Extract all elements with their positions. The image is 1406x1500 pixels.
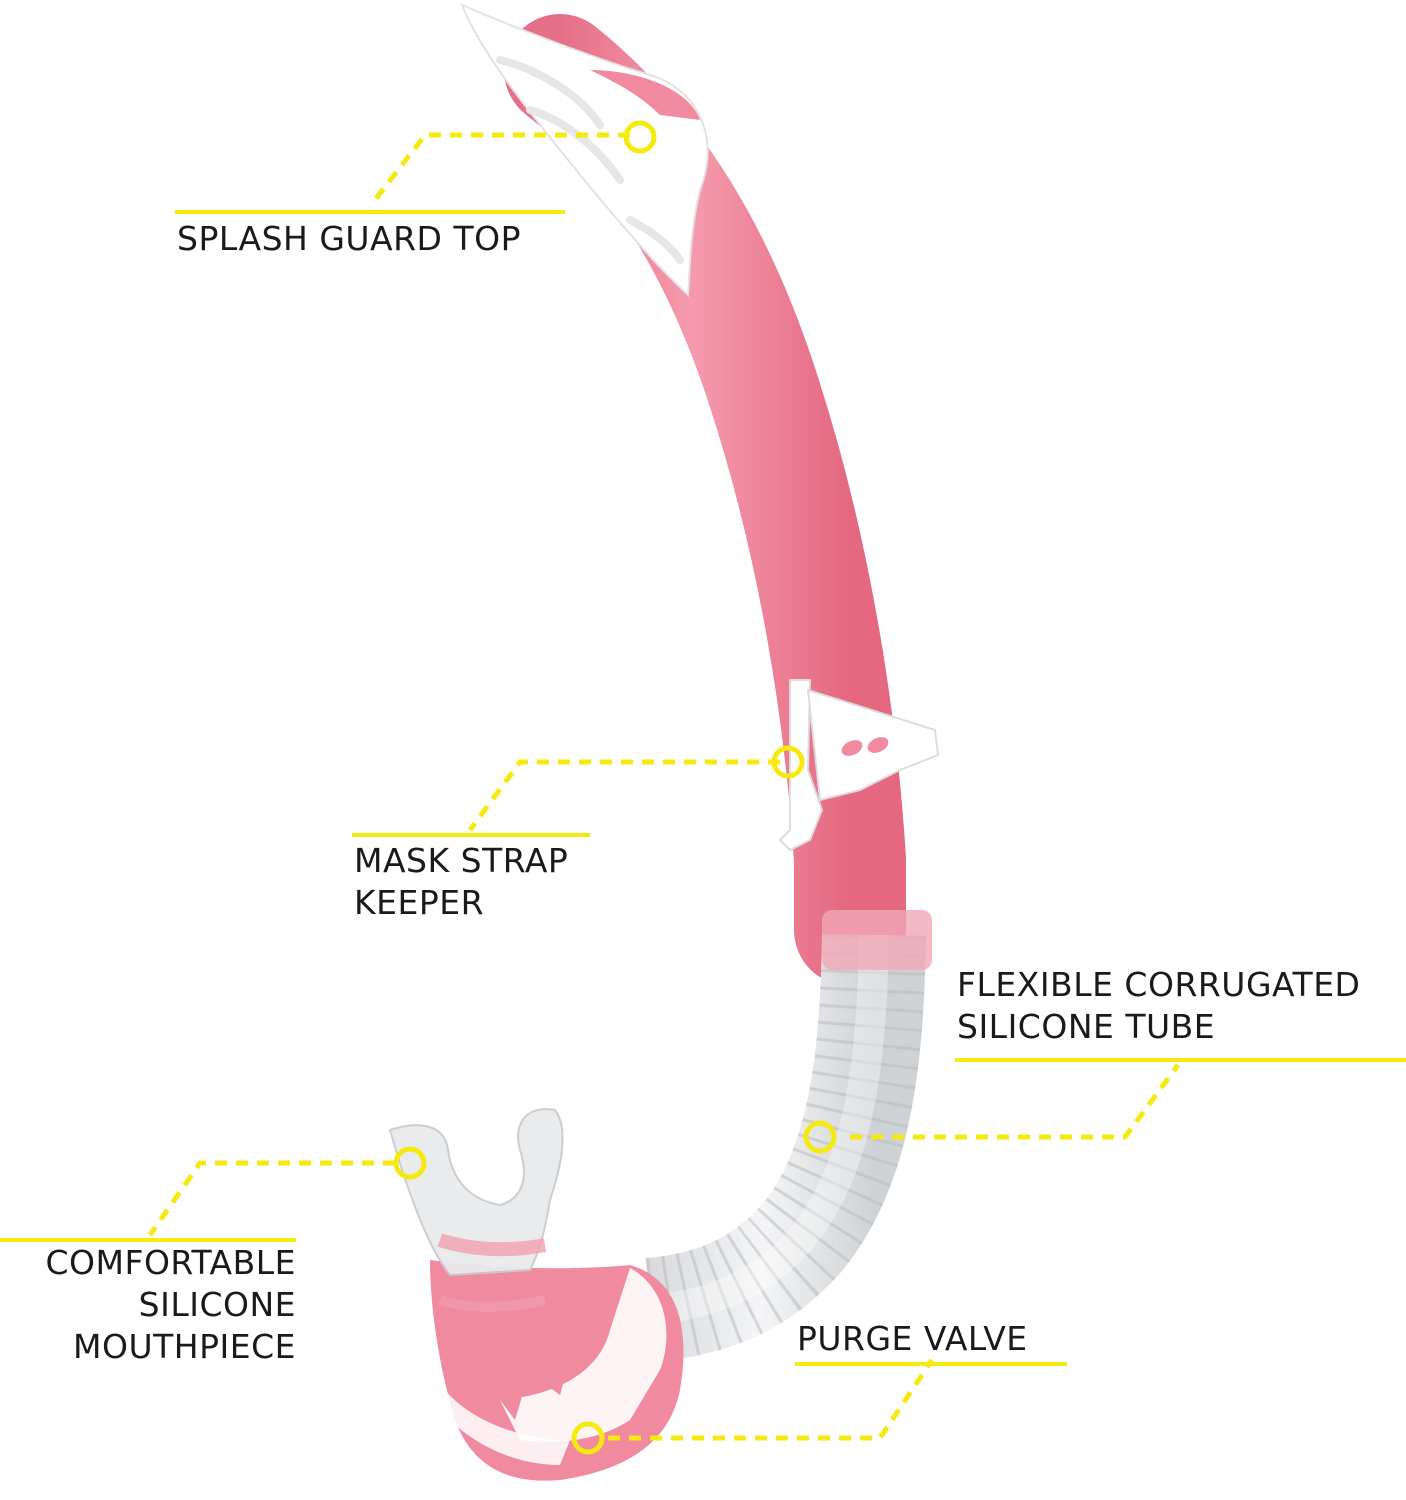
leader-mouthpiece — [147, 1160, 395, 1237]
mask-strap-label: MASK STRAP KEEPER — [354, 840, 568, 924]
splash-guard-underline — [175, 210, 565, 214]
tube-collar — [822, 910, 932, 970]
splash-guard-text: SPLASH GUARD TOP — [177, 219, 521, 258]
purge-valve-underline — [795, 1362, 1067, 1366]
callout-markers — [393, 120, 837, 1455]
leader-purge-valve — [608, 1358, 935, 1441]
mouthpiece-label: COMFORTABLE SILICONE MOUTHPIECE — [0, 1242, 296, 1368]
corrugated-tube-line2: SILICONE TUBE — [957, 1007, 1216, 1046]
marker-corrugated-tube — [803, 1120, 837, 1154]
marker-mouthpiece — [393, 1146, 427, 1180]
mask-strap-line2: KEEPER — [354, 883, 485, 922]
marker-purge-valve — [571, 1421, 605, 1455]
leader-corrugated-tube — [850, 1063, 1181, 1140]
splash-guard — [460, 3, 709, 298]
mask-strap-underline — [352, 833, 590, 837]
mask-strap-line1: MASK STRAP — [354, 841, 569, 880]
corrugated-tube-line1: FLEXIBLE CORRUGATED — [957, 965, 1361, 1004]
marker-mask-strap — [771, 745, 805, 779]
mouthpiece-line3: MOUTHPIECE — [73, 1327, 296, 1366]
callout-leaders — [147, 132, 1181, 1441]
corrugated-tube-label: FLEXIBLE CORRUGATED SILICONE TUBE — [957, 964, 1360, 1048]
corrugated-tube-underline — [955, 1058, 1406, 1062]
purge-valve-text: PURGE VALVE — [797, 1319, 1028, 1358]
mouthpiece — [388, 1108, 564, 1312]
mouthpiece-underline — [0, 1238, 296, 1242]
mouthpiece-line2: SILICONE — [138, 1285, 296, 1324]
corrugated-tube — [644, 934, 926, 1362]
marker-splash-guard — [623, 120, 657, 154]
splash-guard-label: SPLASH GUARD TOP — [177, 218, 521, 260]
leader-splash-guard — [373, 132, 630, 202]
purge-valve-body — [430, 1260, 684, 1481]
purge-valve-label: PURGE VALVE — [797, 1318, 1028, 1360]
leader-mask-strap — [467, 759, 780, 832]
mouthpiece-line1: COMFORTABLE — [45, 1243, 296, 1282]
